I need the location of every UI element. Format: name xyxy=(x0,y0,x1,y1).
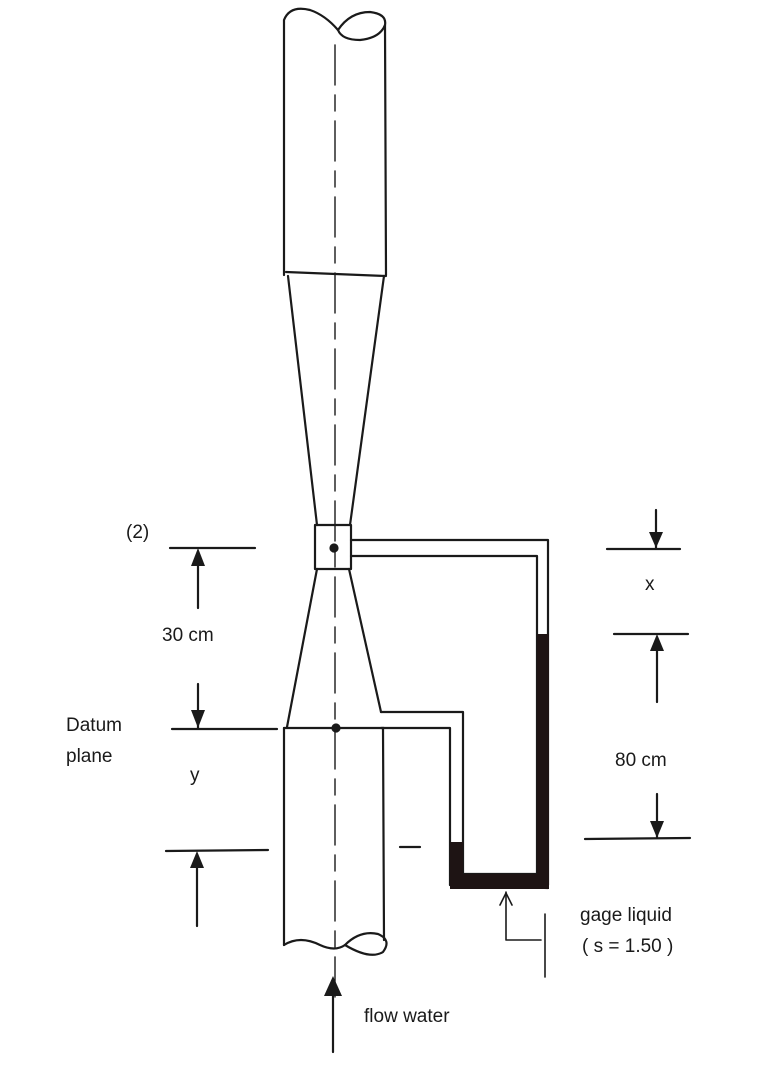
venturi-cones xyxy=(285,274,386,729)
manometer-tubes xyxy=(349,538,550,890)
arrow-up-icon xyxy=(190,851,204,868)
lower-pipe xyxy=(282,726,388,956)
flow-arrow xyxy=(324,976,342,1054)
gage-liquid xyxy=(450,634,549,889)
dimension-30cm-label: 30 cm xyxy=(162,625,214,646)
gage-liquid-leader xyxy=(499,891,546,978)
arrow-down-icon xyxy=(649,532,663,548)
arrow-down-icon xyxy=(650,821,664,838)
dimension-right xyxy=(583,508,692,841)
gage-liquid-label-line1: gage liquid xyxy=(580,905,672,926)
x-label: x xyxy=(645,574,655,595)
dimension-80cm-label: 80 cm xyxy=(615,750,667,771)
tap-point-2 xyxy=(329,543,339,553)
datum-label-line2: plane xyxy=(66,746,113,767)
section-2-label: (2) xyxy=(126,522,150,543)
tap-point-1 xyxy=(331,723,341,733)
arrow-up-icon xyxy=(191,548,205,566)
arrow-down-icon xyxy=(191,710,205,728)
upper-pipe xyxy=(282,7,388,278)
y-label: y xyxy=(190,765,200,786)
flow-water-label: flow water xyxy=(364,1006,450,1027)
datum-label-line1: Datum xyxy=(66,715,122,736)
gage-liquid-label-line2: ( s = 1.50 ) xyxy=(582,936,674,957)
dimension-left xyxy=(164,546,279,928)
arrow-up-icon xyxy=(650,634,664,651)
